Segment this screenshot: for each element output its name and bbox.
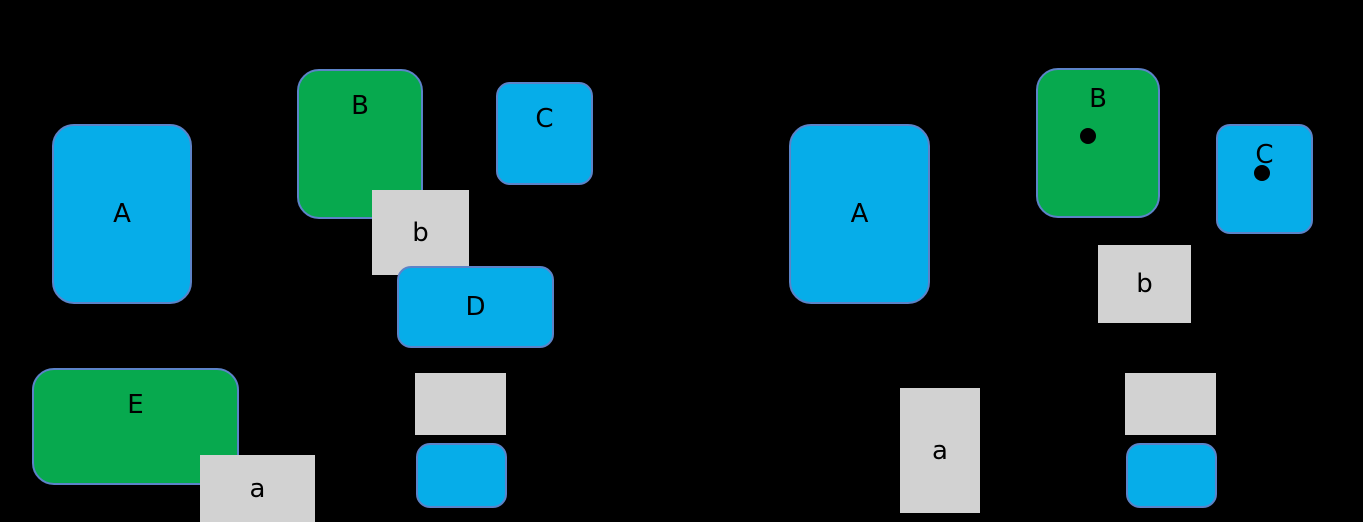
center-dot-icon (1254, 165, 1270, 181)
shape-left-blue-box[interactable] (416, 443, 507, 508)
shape-label: A (850, 199, 869, 229)
shape-label: a (932, 435, 948, 466)
shape-left-a-gray[interactable]: a (200, 455, 315, 522)
shape-left-c[interactable]: C (496, 82, 593, 185)
shape-label: D (465, 292, 486, 322)
shape-left-a[interactable]: A (52, 124, 192, 304)
shape-left-gray-box[interactable] (415, 373, 506, 435)
shape-label: B (1089, 84, 1107, 114)
shape-label: A (113, 199, 131, 229)
shape-right-b-gray[interactable]: b (1098, 245, 1191, 323)
center-dot-icon (1080, 128, 1096, 144)
shape-right-a-gray[interactable]: a (900, 388, 980, 513)
shape-left-b-gray[interactable]: b (372, 190, 469, 275)
shape-label: b (1136, 269, 1153, 299)
shape-label: E (127, 390, 144, 420)
shape-right-a[interactable]: A (789, 124, 930, 304)
shape-right-c[interactable]: C (1216, 124, 1313, 234)
shape-label: C (535, 104, 554, 134)
shape-label: B (351, 91, 369, 121)
shape-label: a (249, 473, 266, 504)
shape-right-blue-box[interactable] (1126, 443, 1217, 508)
shape-right-gray-box[interactable] (1125, 373, 1216, 435)
shape-right-b-green[interactable]: B (1036, 68, 1160, 218)
shape-label: b (412, 217, 429, 248)
shape-left-d[interactable]: D (397, 266, 554, 348)
shape-label: C (1255, 140, 1274, 170)
